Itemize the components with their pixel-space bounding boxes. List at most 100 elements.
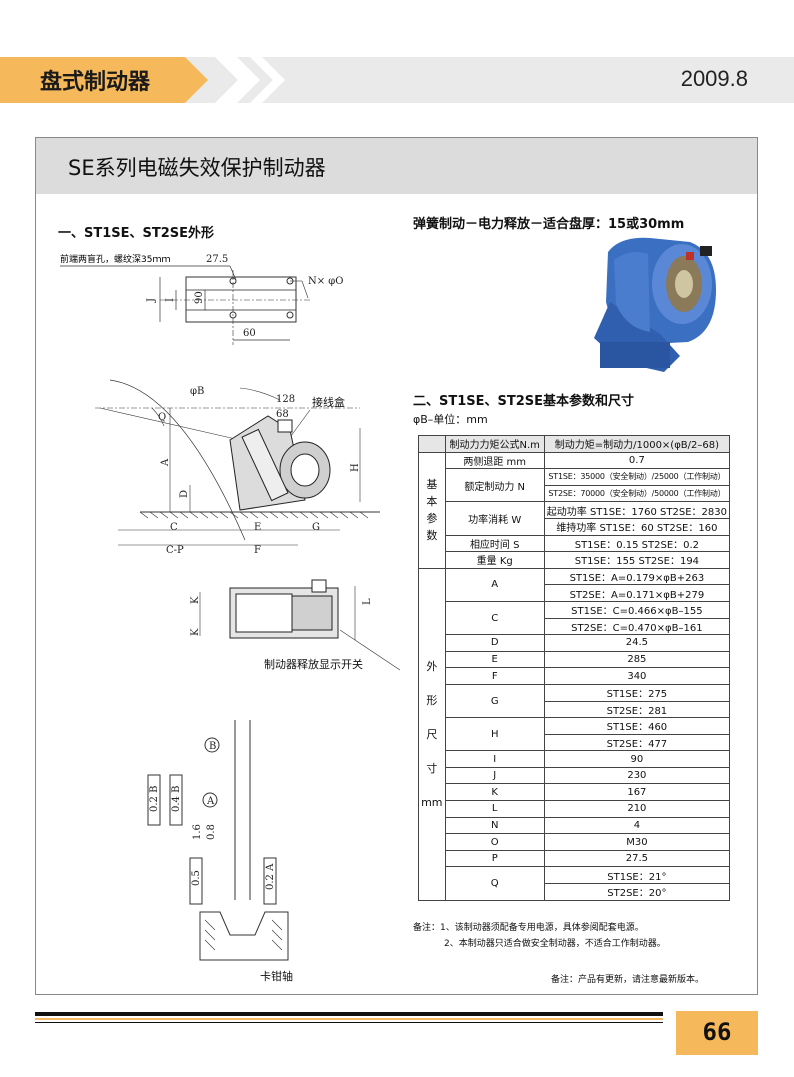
tol-0-2-B: 0.2 B bbox=[149, 786, 160, 812]
datum-B: B bbox=[209, 741, 216, 752]
page-number: 66 bbox=[702, 1018, 732, 1046]
param-cell: K bbox=[444, 783, 545, 802]
dim-128: 128 bbox=[276, 394, 295, 405]
title-bar bbox=[36, 138, 757, 194]
dim-n-phi-o: N× φO bbox=[308, 276, 344, 287]
value-cell: 210 bbox=[543, 800, 731, 818]
value-cell: 0.7 bbox=[543, 451, 731, 470]
value-cell: 4 bbox=[543, 816, 731, 835]
product-photo bbox=[590, 232, 722, 384]
value-cell: 27.5 bbox=[543, 849, 731, 868]
dim-I: I bbox=[165, 298, 176, 302]
param-cell: F bbox=[444, 667, 545, 685]
value-cell: ST1SE：21° bbox=[543, 866, 731, 885]
value-cell: ST2SE：477 bbox=[543, 733, 731, 752]
value-cell: ST2SE：A=0.171×φB+279 bbox=[543, 584, 731, 602]
dim-K-bottom: K bbox=[190, 628, 201, 636]
tagline: 弹簧制动－电力释放－适合盘厚：15或30mm bbox=[413, 217, 685, 232]
value-cell: M30 bbox=[543, 833, 731, 851]
dim-K-top: K bbox=[190, 596, 201, 604]
dim-27-5: 27.5 bbox=[206, 254, 228, 265]
param-cell: J bbox=[444, 766, 545, 785]
dim-90: 90 bbox=[194, 291, 205, 304]
content-frame bbox=[35, 137, 758, 995]
dim-phiB: φB bbox=[190, 386, 204, 397]
param-cell: 功率消耗 W bbox=[444, 501, 545, 536]
dim-60: 60 bbox=[243, 328, 256, 339]
param-cell: P bbox=[444, 849, 545, 868]
dim-68: 68 bbox=[276, 409, 289, 420]
footer-line-thin bbox=[35, 1022, 663, 1023]
value-cell: 24.5 bbox=[543, 634, 731, 652]
dim-F: F bbox=[254, 545, 261, 556]
value-cell: 230 bbox=[543, 766, 731, 785]
param-cell: H bbox=[444, 717, 545, 752]
value-cell: 维持功率 ST1SE：60 ST2SE：160 bbox=[543, 517, 731, 536]
release-switch-label: 制动器释放显示开关 bbox=[264, 657, 363, 671]
rough-1-6: 1.6 bbox=[192, 824, 203, 840]
technical-drawings: 前端两盲孔，螺纹深35ｍｍ 27.5 N× φO J I 90 60 φB 12… bbox=[60, 253, 401, 983]
note-3: 备注：产品有更新，请注意最新版本。 bbox=[551, 975, 705, 985]
dim-A: A bbox=[160, 458, 171, 467]
unit-note: φB–单位：mm bbox=[413, 413, 488, 426]
note-2: 2、本制动器只适合做安全制动器，不适合工作制动器。 bbox=[444, 939, 666, 949]
dim-E: E bbox=[254, 522, 261, 533]
table-row: ST2SE：20° bbox=[419, 883, 731, 901]
blind-hole-note: 前端两盲孔，螺纹深35ｍｍ bbox=[60, 253, 170, 265]
value-cell: ST1SE：35000（安全制动）/25000（工作制动） bbox=[543, 468, 731, 486]
header-tab-chevrons bbox=[0, 57, 285, 103]
value-cell: 285 bbox=[543, 650, 731, 669]
value-cell: ST2SE：281 bbox=[543, 700, 731, 719]
dim-G: G bbox=[312, 522, 320, 533]
value-cell: 起动功率 ST1SE：1760 ST2SE：2830 bbox=[543, 501, 731, 519]
dim-J: J bbox=[146, 298, 157, 303]
value-cell: ST1SE：155 ST2SE：194 bbox=[543, 551, 731, 569]
value-cell: 340 bbox=[543, 667, 731, 685]
param-cell: 重量 Kg bbox=[444, 551, 545, 569]
side-label-basic: 基本参数 bbox=[418, 451, 446, 569]
tol-0-2-A: 0.2 A bbox=[265, 863, 276, 890]
side-blank bbox=[418, 435, 446, 453]
param-cell: I bbox=[444, 750, 545, 768]
dim-C-P: C-P bbox=[166, 545, 184, 556]
datum-A: A bbox=[206, 796, 215, 807]
page-number-box bbox=[676, 1011, 758, 1055]
param-cell: 额定制动力 N bbox=[444, 468, 545, 503]
param-cell: O bbox=[444, 833, 545, 851]
param-cell: E bbox=[444, 650, 545, 669]
value-cell: ST2SE：70000（安全制动）/50000（工作制动） bbox=[543, 484, 731, 503]
param-cell: D bbox=[444, 634, 545, 652]
rough-0-8: 0.8 bbox=[206, 824, 217, 840]
footer-line-accent bbox=[35, 1018, 663, 1020]
value-cell: 制动力矩=制动力/1000×(φB/2–68) bbox=[543, 435, 731, 453]
dim-L: L bbox=[362, 598, 373, 605]
header-date: 2009.8 bbox=[680, 66, 748, 91]
value-cell: ST1SE：460 bbox=[543, 717, 731, 735]
tol-0-5: 0.5 bbox=[191, 870, 202, 886]
value-cell: 90 bbox=[543, 750, 731, 768]
caliper-shaft-label: 卡钳轴 bbox=[260, 969, 293, 983]
value-cell: ST1SE：275 bbox=[543, 683, 731, 702]
param-cell: 相应时间 S bbox=[444, 534, 545, 553]
page-title: SE系列电磁失效保护制动器 bbox=[68, 156, 326, 180]
dim-C: C bbox=[170, 522, 178, 533]
value-cell: ST2SE：C=0.470×φB–161 bbox=[543, 617, 731, 636]
